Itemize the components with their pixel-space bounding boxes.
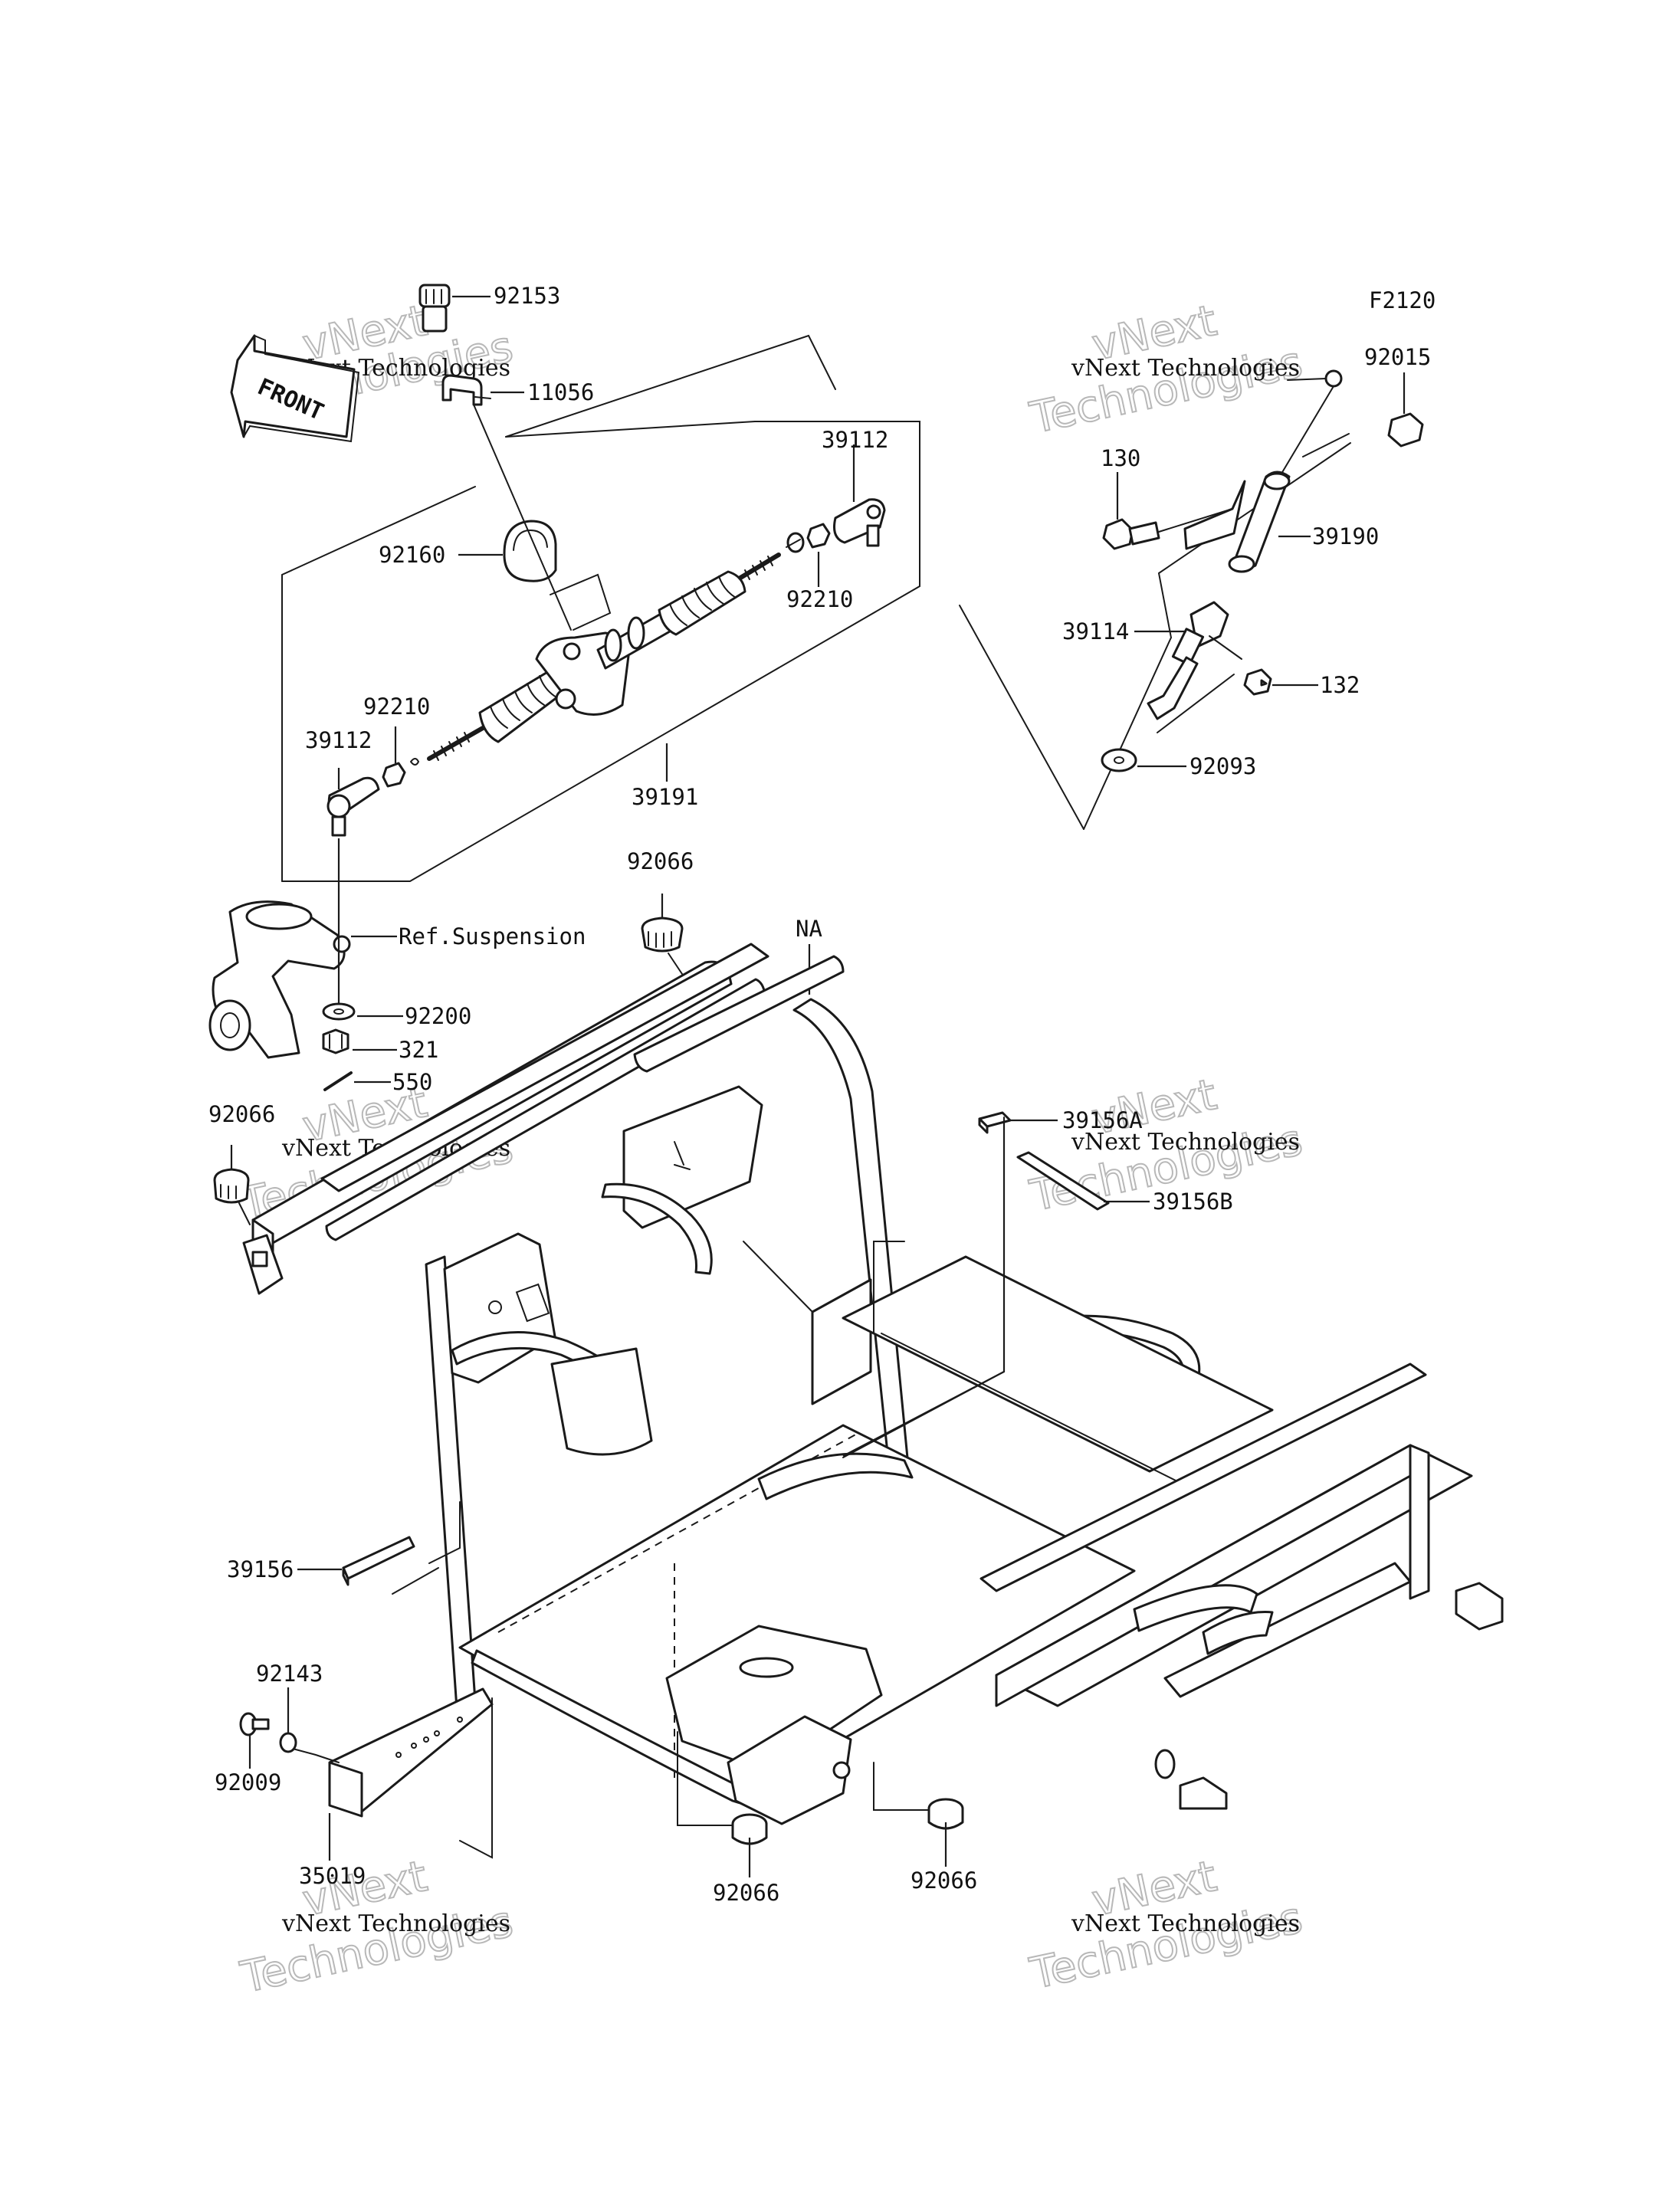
callout-92143: 92143: [256, 1661, 323, 1687]
callout-39156: 39156: [227, 1556, 294, 1582]
callout-92066-bottom-left: 92066: [713, 1880, 779, 1906]
steering-column-group-outline: [959, 442, 1351, 830]
grommet-92066-left-icon: [213, 1145, 251, 1225]
bolt-130-icon: [1102, 472, 1233, 550]
callout-92015: 92015: [1364, 344, 1431, 370]
grommet-92066-top-icon: [641, 894, 687, 982]
main-frame-icon: [242, 943, 1504, 1825]
callout-ref-suspension: Ref.Suspension: [399, 923, 586, 949]
callout-39156B: 39156B: [1153, 1189, 1233, 1215]
callout-na: NA: [796, 916, 822, 942]
watermark-top-right: vNext Technologies vNext Technologies: [1025, 295, 1307, 444]
svg-text:vNext Technologies: vNext Technologies: [281, 1910, 510, 1937]
figure-code: F2120: [1369, 287, 1436, 313]
front-arrow-icon: FRONT: [230, 334, 360, 443]
washer-92093-icon: [1101, 748, 1186, 772]
callout-39112-left: 39112: [305, 727, 372, 753]
steering-shaft-39190-icon: [1183, 433, 1350, 573]
washer-92200-icon: [322, 1002, 403, 1021]
callout-39156A: 39156A: [1062, 1107, 1143, 1133]
skid-plate-35019-icon: [292, 1687, 494, 1861]
callout-92009: 92009: [215, 1769, 281, 1795]
bolt-132-icon: [1243, 668, 1318, 696]
callout-39112-right: 39112: [822, 427, 888, 453]
watermark-bottom-left: vNext Technologies vNext Technologies: [235, 1851, 517, 2004]
callout-92066-bottom-right: 92066: [911, 1867, 977, 1894]
universal-joint-39114-icon: [1134, 601, 1242, 733]
callout-132: 132: [1320, 672, 1360, 698]
callout-92210-right: 92210: [786, 586, 853, 612]
washer-92015-icon: [1281, 369, 1343, 474]
cotter-pin-550-icon: [323, 1071, 391, 1091]
pad-39156A-icon: [978, 1111, 1058, 1134]
nut-92015-icon: [1387, 372, 1424, 448]
washer-92143-icon: [279, 1687, 297, 1753]
grommet-92066-bottom-right-icon: [873, 1762, 964, 1867]
svg-text:vNext Technologies: vNext Technologies: [1071, 1129, 1300, 1156]
callout-92066-left: 92066: [208, 1101, 275, 1127]
callout-92093: 92093: [1189, 753, 1256, 779]
part-11056-icon: [441, 374, 524, 406]
tie-rod-end-right-icon: [786, 444, 886, 553]
callout-39114: 39114: [1062, 618, 1129, 644]
steering-gear-box-outline: [281, 334, 920, 882]
callout-92210-left: 92210: [363, 694, 430, 720]
grommet-92066-bottom-left-icon: [677, 1731, 768, 1877]
part-92153-icon: [418, 284, 491, 333]
callout-92066-top: 92066: [627, 848, 694, 874]
nut-92210-right-icon: [806, 523, 831, 587]
pad-39156B-icon: [1016, 1151, 1150, 1211]
callout-321: 321: [399, 1037, 438, 1063]
callout-92200: 92200: [405, 1003, 471, 1029]
watermark-bottom-right: vNext Technologies vNext Technologies: [1025, 1851, 1307, 2000]
callout-35019: 35019: [299, 1863, 366, 1889]
callout-92160: 92160: [379, 542, 445, 568]
callout-130: 130: [1101, 445, 1140, 471]
steering-knuckle-icon: [208, 900, 351, 1059]
steering-rack-assembly-icon: [427, 553, 781, 761]
svg-text:vNext Technologies: vNext Technologies: [1071, 1910, 1300, 1937]
part-92160-icon: [458, 404, 572, 631]
callout-550: 550: [392, 1069, 432, 1095]
callout-92153: 92153: [494, 283, 560, 309]
tie-rod-end-left-icon: [326, 768, 380, 837]
pad-39156-icon: [297, 1536, 415, 1586]
screw-92009-icon: [239, 1712, 270, 1769]
leader-39156A-frame: [842, 1120, 1006, 1457]
castle-nut-321-icon: [322, 1028, 397, 1054]
nut-92210-left-icon: [382, 726, 420, 788]
svg-text:vNext Technologies: vNext Technologies: [1071, 355, 1300, 382]
callout-39191: 39191: [632, 784, 698, 810]
callout-11056: 11056: [527, 379, 594, 405]
callout-39190: 39190: [1312, 523, 1379, 549]
